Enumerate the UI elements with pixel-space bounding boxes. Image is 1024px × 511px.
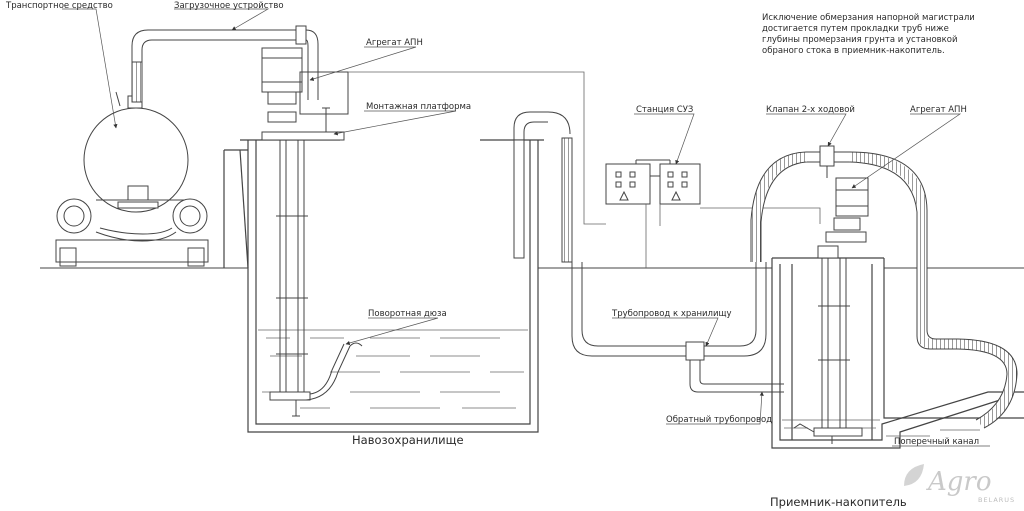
note-line-3: глубины промерзания грунта и установкой [762,35,958,45]
note-line-4: обраного стока в приемник-накопитель. [762,46,945,56]
agro-belarus-logo: Agro BELARUS [904,464,1015,504]
logo-country: BELARUS [978,496,1015,504]
label-cross-channel: Поперечный канал [894,437,979,447]
caption-storage: Навозохранилище [352,433,464,447]
label-return-pipe: Обратный трубопровод [666,415,772,425]
loader-pipe [131,25,319,100]
loader-hose [131,61,143,103]
label-apn-right: Агрегат АПН [910,105,967,115]
apn-unit-right [817,177,869,259]
leaf-icon [904,464,924,486]
receiver-hoses [750,151,1018,429]
receiver-tank [771,257,1024,449]
storage-tank [223,139,544,433]
label-mounting-platform: Монтажная платформа [366,102,471,112]
apn-shaft-left [269,140,311,417]
label-transport-vehicle: Транспортное средство [5,1,113,11]
leader-lines [62,8,990,447]
label-pipe-to-storage: Трубопровод к хранилищу [611,309,732,319]
label-loader-device: Загрузочное устройство [174,1,284,11]
return-pipeline [689,360,784,393]
valve-2way [806,145,850,178]
suz-station [605,159,701,205]
label-valve: Клапан 2-х ходовой [766,105,855,115]
apn-unit-left [261,47,349,140]
caption-receiver: Приемник-накопитель [770,495,907,509]
note-line-1: Исключение обмерзания напорной магистрал… [762,13,975,23]
mounting-platform [261,131,345,141]
storage-outlet-pipe [513,111,571,259]
note-line-2: достигается путем прокладки труб ниже [762,24,949,34]
rotary-nozzle [305,342,363,401]
apn-shaft-right [793,258,863,444]
logo-brand: Agro [926,467,992,497]
frost-note: Исключение обмерзания напорной магистрал… [762,13,975,56]
label-suz-station: Станция СУЗ [636,105,693,115]
pipeline-to-storage [571,262,767,361]
receiver-liquid-level [782,419,980,437]
transport-vehicle [55,91,209,267]
storage-hose [561,137,573,263]
control-cables [348,71,821,268]
label-apn-left: Агрегат АПН [366,38,423,48]
label-rotary-nozzle: Поворотная дюза [368,309,447,319]
